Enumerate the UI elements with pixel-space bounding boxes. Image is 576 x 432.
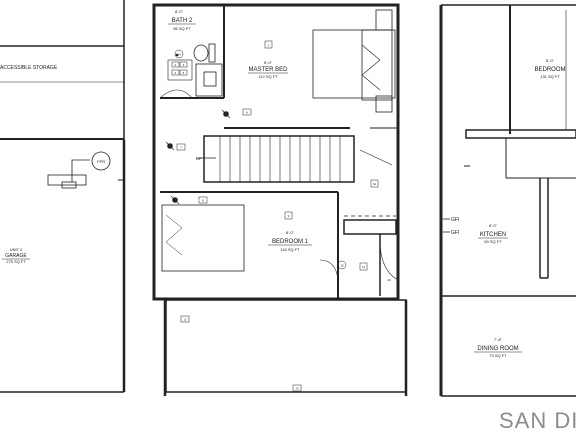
center-exterior-wall xyxy=(152,3,400,301)
dining-name: DINING ROOM xyxy=(477,346,518,352)
bath-area: 56 SQ FT xyxy=(173,26,191,31)
garage-label: GARAGE xyxy=(5,253,27,259)
light-fixtures xyxy=(165,53,231,205)
master-bed xyxy=(312,29,396,99)
bedroom1-bed xyxy=(161,204,245,272)
bath-name: BATH 2 xyxy=(172,18,193,24)
plumbing-line xyxy=(71,159,90,182)
toilet-tank xyxy=(208,43,216,63)
bedroom1-dimension: 8'-0" xyxy=(286,230,295,235)
stair-door-swing xyxy=(359,149,393,166)
keynote-tag: 5 xyxy=(183,71,185,75)
hall-closet xyxy=(343,219,397,235)
bath-dimension: 8'-0" xyxy=(175,9,184,14)
keynote-tag: 3 xyxy=(183,63,185,67)
kitchen-counter xyxy=(465,129,576,139)
kitchen-name: KITCHEN xyxy=(480,232,506,238)
stair-up-label: UP xyxy=(196,156,202,161)
keynote-tag: 12 xyxy=(183,318,187,322)
keynote-tag: 15 xyxy=(340,264,344,268)
keynote-tag: 1 xyxy=(268,44,270,48)
keynote-tag: 4 xyxy=(175,71,177,75)
keynote-tag: 11 xyxy=(362,265,365,269)
right-unit xyxy=(439,4,576,397)
bath-sink-counter xyxy=(195,63,223,97)
right-bedroom-name: BEDROOM xyxy=(534,67,565,73)
bedroom1-name: BEDROOM 1 xyxy=(272,239,309,245)
keynote-tag: 6 xyxy=(246,111,248,115)
keynote-tag: 14 xyxy=(177,53,181,57)
fpr-circle xyxy=(91,151,111,171)
keynote-tag: 8 xyxy=(202,199,204,203)
kitchen-dimension: 8'-0" xyxy=(489,223,498,228)
fpr-tag: FPR xyxy=(97,159,105,164)
keynote-tag: 7 xyxy=(180,146,182,150)
water-heater-base xyxy=(61,181,77,189)
keynote-tag: 9 xyxy=(288,214,290,218)
garage-area: 275 SQ FT xyxy=(6,259,26,264)
keynote-tag: 2 xyxy=(175,63,177,67)
right-bedroom-area: 131 SQ FT xyxy=(540,74,560,79)
right-bedroom-dimension: 8'-0" xyxy=(546,58,555,63)
master-window xyxy=(375,95,393,113)
master-name: MASTER BED xyxy=(248,67,288,73)
water-heater xyxy=(47,174,87,186)
kitchen-area: 63 SQ FT xyxy=(484,239,502,244)
dining-area: 73 SQ FT xyxy=(489,353,507,358)
hall-door-swing xyxy=(379,239,399,281)
master-closet-door xyxy=(361,44,381,91)
dining-dimension: 7'-8" xyxy=(494,337,503,342)
master-area: 112 SQ FT xyxy=(258,74,278,79)
keynote-tag: 13 xyxy=(295,387,299,391)
toilet-bowl xyxy=(193,44,209,62)
bedroom1-area: 116 SQ FT xyxy=(280,247,300,252)
hall-door-swing xyxy=(319,259,339,281)
deck-outline xyxy=(165,299,407,393)
bedroom1-bed-hatch xyxy=(165,214,183,256)
master-window xyxy=(375,9,393,31)
center-unit xyxy=(152,3,408,396)
bath-sink-basin xyxy=(203,71,217,87)
master-dimension: 8'-0" xyxy=(264,60,273,65)
left-unit xyxy=(0,0,126,393)
gfi-label: GFI xyxy=(451,217,459,223)
storage-label: ACCESSIBLE STORAGE xyxy=(0,65,58,71)
bath-fixture-panel xyxy=(167,59,193,81)
keynote-tag: 20 xyxy=(387,278,391,282)
master-closet xyxy=(361,29,393,101)
watermark: SAN DI xyxy=(499,408,576,432)
bath-door-swing xyxy=(159,89,193,99)
staircase xyxy=(203,135,355,183)
keynote-tags xyxy=(171,40,379,392)
unit-2-label: UNIT 2 xyxy=(10,247,23,252)
keynote-tag: 10 xyxy=(373,182,377,186)
gfi-label: GFI xyxy=(451,230,459,236)
fan-symbol xyxy=(175,53,179,57)
